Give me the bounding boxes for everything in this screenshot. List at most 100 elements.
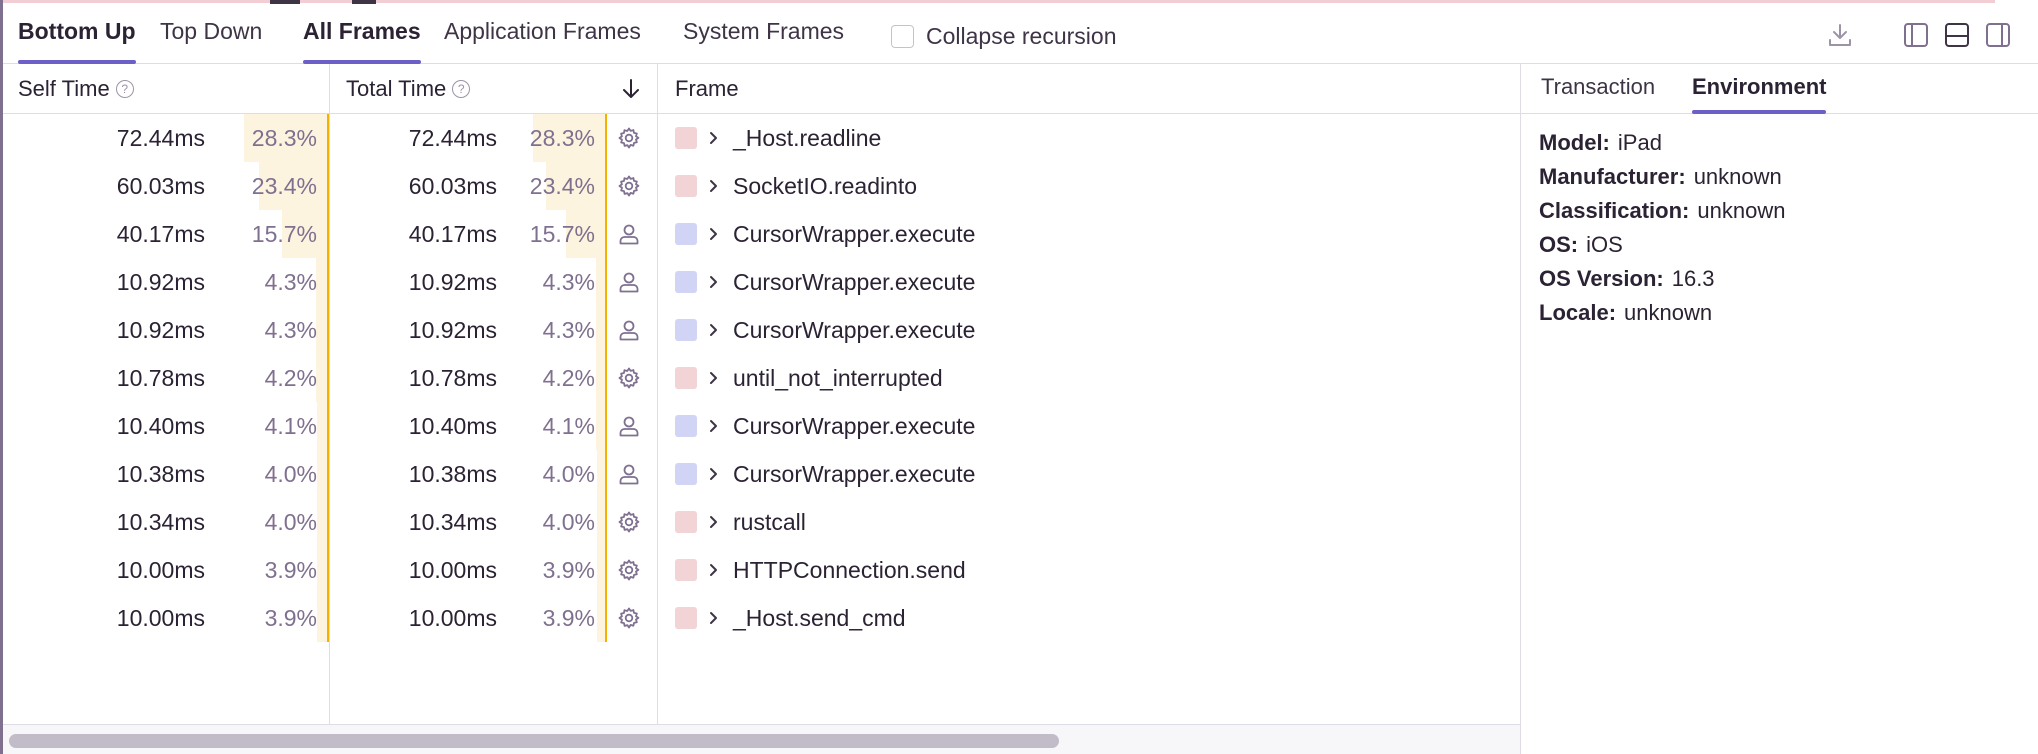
frame-name[interactable]: CursorWrapper.execute	[733, 316, 976, 343]
chevron-right-icon[interactable]	[707, 546, 721, 594]
chevron-right-icon[interactable]	[707, 594, 721, 642]
self-time-percent-text: 15.7%	[251, 220, 317, 247]
environment-row: Manufacturer:unknown	[1539, 160, 1785, 194]
panel-left-icon[interactable]	[1901, 20, 1931, 50]
chevron-right-icon[interactable]	[707, 450, 721, 498]
self-time-bar	[317, 594, 329, 642]
tab-system-frames[interactable]: System Frames	[683, 18, 845, 44]
frame-label: Frame	[675, 76, 739, 101]
self-time-percent-text: 4.0%	[264, 508, 317, 535]
flamegraph-mark	[270, 0, 300, 4]
chevron-right-icon[interactable]	[707, 258, 721, 306]
total-time-value: 10.78ms	[408, 364, 497, 391]
download-icon[interactable]	[1825, 20, 1855, 50]
frame-color-swatch	[675, 127, 697, 149]
total-time-percent: 4.3%	[525, 258, 607, 306]
environment-key: Classification:	[1539, 198, 1690, 223]
chevron-right-icon[interactable]	[707, 306, 721, 354]
self-time-percent: 23.4%	[229, 162, 329, 210]
frame-color-swatch	[675, 271, 697, 293]
chevron-right-icon[interactable]	[707, 498, 721, 546]
frame-name[interactable]: _Host.readline	[733, 124, 882, 151]
total-time-header[interactable]: Total Time ?	[346, 64, 471, 114]
frame-name[interactable]: rustcall	[733, 508, 806, 535]
frame-header[interactable]: Frame	[675, 64, 739, 114]
environment-row: Locale:unknown	[1539, 296, 1785, 330]
frame-name[interactable]: CursorWrapper.execute	[733, 460, 976, 487]
chevron-right-icon[interactable]	[707, 210, 721, 258]
total-time-percent-text: 23.4%	[529, 172, 595, 199]
frame-color-swatch	[675, 607, 697, 629]
self-time-value: 10.78ms	[116, 364, 205, 391]
self-time-percent: 15.7%	[229, 210, 329, 258]
frame-color-swatch	[675, 463, 697, 485]
frame-name[interactable]: SocketIO.readinto	[733, 172, 918, 199]
tab-application-frames[interactable]: Application Frames	[444, 18, 641, 44]
frame-name[interactable]: _Host.send_cmd	[733, 604, 906, 631]
frame-name[interactable]: CursorWrapper.execute	[733, 412, 976, 439]
scrollbar-thumb[interactable]	[9, 734, 1059, 748]
self-time-bar	[259, 162, 329, 210]
self-time-percent-text: 4.1%	[264, 412, 317, 439]
total-time-value: 10.92ms	[408, 316, 497, 343]
tab-all-frames[interactable]: All Frames	[303, 18, 421, 64]
column-divider[interactable]	[329, 64, 330, 724]
self-time-percent: 4.0%	[229, 498, 329, 546]
user-icon	[617, 414, 641, 438]
environment-row: OS:iOS	[1539, 228, 1785, 262]
collapse-recursion-toggle[interactable]: Collapse recursion	[891, 18, 1116, 54]
tab-transaction[interactable]: Transaction	[1541, 74, 1656, 99]
panel-right-icon[interactable]	[1983, 20, 2013, 50]
self-time-percent-text: 28.3%	[251, 124, 317, 151]
details-tabs: Transaction Environment	[1521, 64, 2038, 114]
tab-bottom-up[interactable]: Bottom Up	[18, 18, 136, 64]
chevron-right-icon[interactable]	[707, 162, 721, 210]
environment-row: Model:iPad	[1539, 126, 1785, 160]
total-time-percent-text: 4.3%	[542, 268, 595, 295]
chevron-right-icon[interactable]	[707, 402, 721, 450]
environment-value: unknown	[1697, 198, 1786, 223]
frame-color-swatch	[675, 415, 697, 437]
column-divider[interactable]	[657, 64, 658, 724]
total-time-percent: 4.3%	[525, 306, 607, 354]
self-time-bar	[244, 114, 329, 162]
total-time-bar	[597, 450, 607, 498]
panel-bottom-icon[interactable]	[1942, 20, 1972, 50]
tab-top-down[interactable]: Top Down	[160, 18, 263, 44]
frame-name[interactable]: CursorWrapper.execute	[733, 220, 976, 247]
help-icon[interactable]: ?	[115, 80, 134, 98]
frame-name[interactable]: HTTPConnection.send	[733, 556, 966, 583]
total-time-bar	[596, 258, 607, 306]
frame-name[interactable]: until_not_interrupted	[733, 364, 943, 391]
help-icon[interactable]: ?	[452, 80, 471, 98]
environment-row: OS Version:16.3	[1539, 262, 1785, 296]
tab-environment[interactable]: Environment	[1692, 74, 1827, 114]
frame-name[interactable]: CursorWrapper.execute	[733, 268, 976, 295]
self-time-header[interactable]: Self Time ?	[18, 64, 134, 114]
collapse-recursion-checkbox[interactable]	[891, 24, 914, 48]
self-time-bar	[317, 402, 329, 450]
chevron-right-icon[interactable]	[707, 114, 721, 162]
total-time-percent-text: 3.9%	[542, 604, 595, 631]
gear-icon	[617, 126, 641, 150]
total-time-percent-text: 4.3%	[542, 316, 595, 343]
self-time-value: 10.00ms	[116, 604, 205, 631]
arrow-down-icon[interactable]	[619, 77, 643, 101]
self-time-percent-text: 3.9%	[264, 556, 317, 583]
horizontal-scrollbar[interactable]	[3, 724, 1520, 754]
self-time-value: 60.03ms	[116, 172, 205, 199]
collapse-recursion-label: Collapse recursion	[926, 22, 1117, 49]
chevron-right-icon[interactable]	[707, 354, 721, 402]
